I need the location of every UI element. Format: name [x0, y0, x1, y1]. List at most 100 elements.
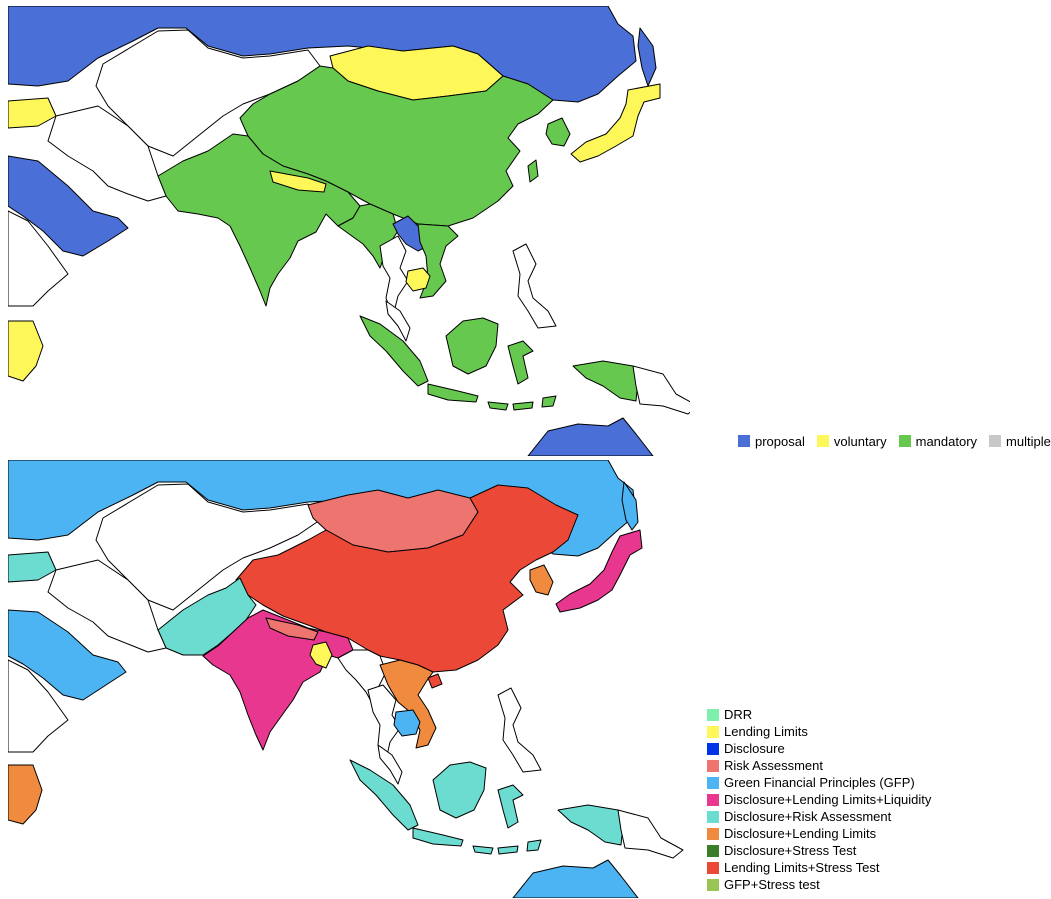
region-sumatra [359, 315, 429, 387]
region-philippines [512, 243, 557, 329]
region-saudi-arabia [8, 155, 129, 257]
legend-item-voluntary: voluntary [816, 433, 887, 449]
legend-swatch-gfp-stress-test [707, 878, 719, 891]
region-turkey [8, 551, 57, 583]
legend-item-proposal: proposal [738, 434, 805, 449]
legend-item-disclosure-lending-limits: Disclosure+Lending Limits [707, 825, 931, 842]
legend-swatch-mandatory [898, 435, 911, 447]
legend-swatch-lending-limits-stress-test [707, 861, 719, 874]
region-laos-vietnam [379, 659, 437, 749]
region-new-guinea-east [632, 365, 690, 415]
legend-label-disclosure-lending-limits-liquidity: Disclosure+Lending Limits+Liquidity [724, 792, 932, 807]
region-turkey [8, 97, 57, 129]
region-cambodia [393, 709, 421, 737]
legend-swatch-disclosure-lending-limits-liquidity [707, 793, 719, 806]
legend-item-disclosure-stress-test: Disclosure+Stress Test [707, 842, 931, 859]
legend-item-gfp: Green Financial Principles (GFP) [707, 774, 931, 791]
region-iran [47, 559, 167, 653]
region-sumatra [349, 759, 419, 831]
region-kenya [8, 764, 43, 825]
legend-swatch-disclosure-stress-test [707, 844, 719, 857]
region-iran [47, 105, 167, 202]
region-saudi-arabia [8, 609, 127, 701]
region-java [427, 383, 479, 403]
region-south-asia [157, 133, 361, 307]
legend-label-proposal: proposal [755, 433, 805, 449]
region-china [235, 484, 579, 673]
region-malaysia [377, 744, 403, 785]
legend-swatch-disclosure-risk-assessment [707, 810, 719, 823]
legend-item-multiple: multiple [989, 434, 1051, 449]
legend-swatch-voluntary [816, 435, 829, 447]
region-bangladesh [309, 641, 333, 669]
legend-item-gfp-stress-test: GFP+Stress test [707, 876, 931, 893]
map-bottom-svg [8, 460, 684, 898]
legend-swatch-risk-assessment [707, 759, 719, 772]
legend-label-gfp-stress-test: GFP+Stress test [724, 877, 820, 892]
region-pakistan [157, 577, 257, 656]
legend-item-disclosure-risk-assessment: Disclosure+Risk Assessment [707, 808, 931, 825]
region-thailand [367, 684, 401, 761]
region-nepal [265, 617, 319, 641]
region-horn-of-africa [8, 659, 69, 753]
region-korea [529, 564, 554, 596]
region-new-guinea-east [617, 809, 684, 859]
map-top-svg [8, 6, 690, 456]
region-hainan [427, 673, 443, 689]
region-taiwan [527, 159, 539, 183]
legend-label-voluntary: voluntary [833, 433, 887, 449]
legend-label-risk-assessment: Risk Assessment [724, 758, 823, 773]
region-borneo [432, 761, 487, 819]
legend-swatch-drr [707, 708, 719, 721]
legend-item-risk-assessment: Risk Assessment [707, 757, 931, 774]
region-nepal [269, 170, 327, 193]
legend-label-mandatory: mandatory [915, 433, 978, 449]
legend-label-lending-limits-stress-test: Lending Limits+Stress Test [724, 860, 880, 875]
legend-label-disclosure-stress-test: Disclosure+Stress Test [724, 843, 857, 858]
legend-label-drr: DRR [724, 707, 753, 722]
region-new-guinea-west [557, 804, 624, 846]
region-malaysia [385, 300, 411, 342]
legend-item-disclosure-lending-limits-liquidity: Disclosure+Lending Limits+Liquidity [707, 791, 931, 808]
legend-label-gfp: Green Financial Principles (GFP) [724, 775, 915, 790]
region-philippines [497, 687, 542, 773]
region-japan [570, 83, 661, 163]
region-sulawesi [497, 784, 524, 829]
region-australia [512, 859, 639, 898]
region-horn-of-africa [8, 210, 69, 307]
legend-swatch-disclosure-lending-limits [707, 827, 719, 840]
legend-label-disclosure-risk-assessment: Disclosure+Risk Assessment [724, 809, 892, 824]
region-java [412, 827, 464, 847]
region-sulawesi [507, 340, 534, 385]
region-japan [555, 529, 643, 613]
region-thailand [379, 235, 409, 317]
legend-swatch-proposal [738, 435, 750, 447]
legend-swatch-disclosure [707, 742, 719, 755]
map-top [8, 6, 690, 456]
legend-item-lending-limits-stress-test: Lending Limits+Stress Test [707, 859, 931, 876]
legend-bottom: DRR Lending Limits Disclosure Risk Asses… [707, 706, 931, 893]
legend-item-disclosure: Disclosure [707, 740, 931, 757]
legend-label-disclosure: Disclosure [724, 741, 785, 756]
region-lesser-sunda [472, 839, 542, 855]
region-new-guinea-west [572, 360, 639, 402]
region-australia [527, 417, 654, 456]
region-cambodia [405, 267, 431, 292]
legend-label-multiple: multiple [1006, 433, 1051, 449]
region-korea [545, 117, 571, 147]
legend-top: proposal voluntary mandatory multiple [738, 433, 1051, 449]
region-kenya [8, 320, 44, 382]
region-borneo [445, 317, 499, 375]
legend-item-drr: DRR [707, 706, 931, 723]
legend-label-disclosure-lending-limits: Disclosure+Lending Limits [724, 826, 877, 841]
legend-item-lending-limits: Lending Limits [707, 723, 931, 740]
legend-item-mandatory: mandatory [898, 433, 978, 449]
legend-swatch-multiple [989, 435, 1002, 447]
legend-label-lending-limits: Lending Limits [724, 724, 808, 739]
region-sakhalin [621, 481, 639, 531]
legend-swatch-gfp [707, 776, 719, 789]
legend-swatch-lending-limits [707, 725, 719, 738]
map-bottom [8, 460, 690, 898]
region-sakhalin [637, 27, 657, 87]
region-lesser-sunda [487, 395, 557, 411]
